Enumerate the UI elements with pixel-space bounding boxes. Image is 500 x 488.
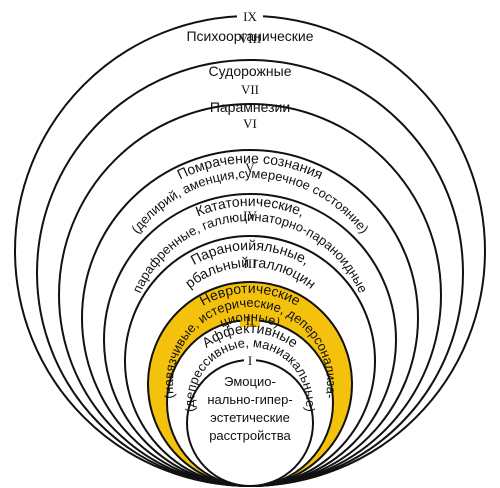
numeral-level-1: I: [248, 353, 252, 368]
numeral-level-5: V: [245, 160, 255, 175]
numeral-level-9: IX: [243, 9, 257, 24]
numeral-level-4: IV: [243, 208, 257, 223]
label-level-1-line-1: Эмоцио-: [224, 374, 276, 389]
numeral-level-7: VII: [241, 82, 259, 97]
label-level-8: Судорожные: [209, 63, 292, 79]
level-numerals: IX VIII VII VI V IV III II I: [233, 9, 267, 368]
numeral-level-6: VI: [243, 116, 257, 131]
label-level-1-line-3: эстетические: [210, 410, 290, 425]
label-level-1-line-4: расстройства: [209, 428, 291, 443]
numeral-level-3: III: [244, 256, 257, 271]
label-level-9: Психоорганические: [186, 28, 313, 44]
circle-rings: [14, 15, 486, 487]
numeral-level-2: II: [246, 313, 255, 328]
numeral-level-8: VIII: [239, 31, 261, 46]
label-level-1-line-2: нально-гипер-: [207, 392, 292, 407]
label-level-7: Парамнезии: [210, 99, 290, 115]
